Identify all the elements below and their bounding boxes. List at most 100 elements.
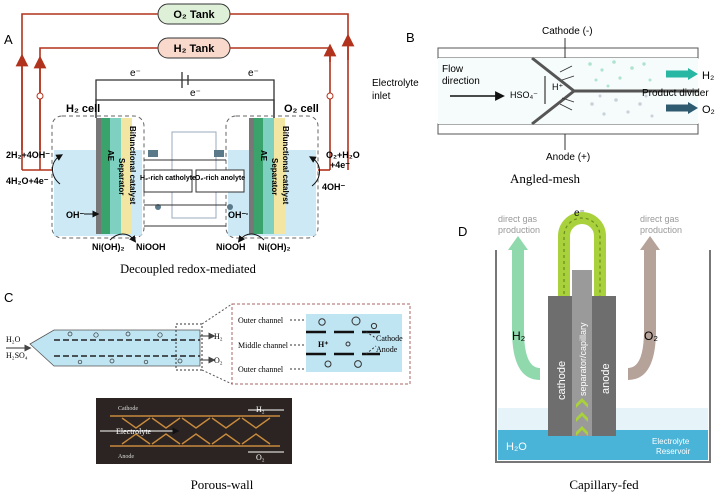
panel-d-caption: Capillary-fed xyxy=(569,477,639,492)
photo-electrolyte-label: Electrolyte xyxy=(116,427,152,436)
anode-label: Anode (+) xyxy=(546,152,590,163)
external-circuit xyxy=(95,72,275,118)
panel-b: B H₂ O₂ Flow direction Electrolyte inlet… xyxy=(372,26,715,186)
d-h2-label: H₂ xyxy=(512,329,526,343)
inset-electrolyte xyxy=(306,314,402,372)
electrolyte-label: Electrolyte xyxy=(372,78,419,89)
channel-bottom-wall xyxy=(437,123,699,135)
o2-catalyst-label: Bifunctional catalyst xyxy=(281,126,290,205)
h2-arrow xyxy=(512,246,541,380)
capillary-chevrons xyxy=(576,398,588,436)
reservoir-label-2: Reservoir xyxy=(656,447,691,456)
panel-a: A O₂ Tank H₂ Tank e⁻ e⁻ xyxy=(4,3,360,276)
reaction-arrow-left xyxy=(52,154,63,185)
c-cathode-label: Cathode xyxy=(376,334,403,343)
channel-bubbles xyxy=(67,331,183,365)
b-h2-label: H₂ xyxy=(702,70,714,82)
c-h2so4-label: H₂SO₄ xyxy=(6,351,28,360)
o2-anolyte-label: O₂-rich anolyte xyxy=(195,175,245,182)
oh-right: OH⁻ xyxy=(228,210,247,220)
o2-ae-label: AE xyxy=(259,150,268,162)
o2-arrowhead xyxy=(640,236,660,250)
eq-right-3: 4OH⁻ xyxy=(322,182,346,192)
ni-left-1: Ni(OH)₂ xyxy=(92,242,125,252)
c-o2-label: O₂ xyxy=(214,356,223,365)
d-separator-label: separator/capillary xyxy=(578,322,588,396)
ni-right-2: Ni(OH)₂ xyxy=(258,242,291,252)
c-h2o-label: H₂O xyxy=(6,335,21,344)
photo-electrodes xyxy=(110,415,280,447)
hplus-label: H⁺ xyxy=(552,82,563,92)
h2-ae xyxy=(101,118,110,234)
divider-label: Product divider xyxy=(642,88,709,99)
c-anode-label: Anode xyxy=(376,345,398,354)
direction-label: direction xyxy=(442,76,480,87)
panel-c-letter: C xyxy=(4,290,13,305)
o2-anolyte-box xyxy=(195,169,245,193)
photo-o2-label: O₂ xyxy=(256,453,265,462)
channel-top-wall xyxy=(437,47,699,59)
h2-arrowhead xyxy=(508,236,528,250)
flow-label: Flow xyxy=(442,64,464,75)
panel-a-caption: Decoupled redox-mediated xyxy=(120,262,256,276)
capillary-loop-detail xyxy=(563,217,601,300)
eq-right-1: O₂+H₂O xyxy=(326,150,360,160)
o2-output-arrowhead xyxy=(688,102,698,114)
electron-label-2: e⁻ xyxy=(248,68,259,79)
o2-separator xyxy=(263,118,274,234)
electron-label-1: e⁻ xyxy=(130,68,141,79)
o2-catalyst xyxy=(274,118,285,234)
h2-tank-label: H₂ Tank xyxy=(174,43,216,55)
gas-pipes xyxy=(15,13,355,171)
h2-catalyst xyxy=(121,118,132,234)
photo-cathode-label: Cathode xyxy=(118,406,138,412)
anode-electrode xyxy=(592,296,616,436)
h2-separator xyxy=(110,118,121,234)
d-h2o-label: H₂O xyxy=(506,441,527,453)
eq-left-2: 4H₂O+4e⁻ xyxy=(6,176,49,186)
d-anode-label: anode xyxy=(600,363,612,394)
panel-d-letter: D xyxy=(458,224,467,239)
outer-channel-top: Outer channel xyxy=(238,316,284,325)
o2-bubbles xyxy=(590,94,654,118)
o2-arrow xyxy=(627,246,656,380)
reservoir-label-1: Electrolyte xyxy=(652,437,690,446)
o2-electrode xyxy=(249,118,254,234)
inset-leader-lines xyxy=(290,319,377,370)
hso4-label: HSO₄⁻ xyxy=(510,90,538,100)
pump-left xyxy=(36,92,44,100)
ni-arrow-left xyxy=(109,233,137,243)
panel-c-caption: Porous-wall xyxy=(191,477,254,492)
mediator-pipes xyxy=(144,159,226,227)
zoom-line-bottom xyxy=(201,369,233,385)
ni-arrow-right xyxy=(237,233,265,243)
zoom-region xyxy=(175,323,203,371)
direct-left-2: production xyxy=(498,225,540,235)
electron-label-3: e⁻ xyxy=(190,88,201,99)
h2-electrode xyxy=(96,118,101,234)
outer-channel-bottom: Outer channel xyxy=(238,365,284,374)
h2-bubbles xyxy=(588,60,652,88)
panel-b-letter: B xyxy=(406,30,415,45)
o2-cell-label: O₂ cell xyxy=(284,103,319,115)
mesh-flow-arrows xyxy=(559,65,575,111)
b-o2-label: O₂ xyxy=(702,104,715,116)
cathode-electrode xyxy=(548,296,572,436)
h2-separator-label: Separator xyxy=(117,158,126,195)
direct-right-1: direct gas xyxy=(640,214,680,224)
zoom-line-top xyxy=(201,303,233,325)
panel-c: C H₂O H₂SO₄ H₂ O₂ H⁺ Outer channel xyxy=(4,290,411,492)
h2-cell-frame xyxy=(51,115,145,239)
eq-right-2: +4e⁻ xyxy=(330,160,350,170)
porous-channel xyxy=(29,329,201,367)
h2-catholyte-box xyxy=(143,169,193,193)
h2-catalyst-label: Bifunctional catalyst xyxy=(128,126,137,205)
ni-right-1: NiOOH xyxy=(216,242,246,252)
inset-porous-walls xyxy=(306,330,380,356)
electron-label: e⁻ xyxy=(574,208,585,219)
o2-tank-label: O₂ Tank xyxy=(173,9,215,21)
oh-left: OH⁻ xyxy=(66,210,85,220)
o2-separator-label: Separator xyxy=(270,158,279,195)
cathode-label: Cathode (-) xyxy=(542,26,593,37)
